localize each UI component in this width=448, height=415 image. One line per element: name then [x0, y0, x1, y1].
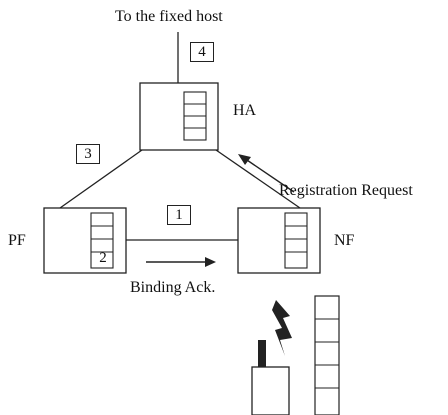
registration-request-label: Registration Request	[279, 182, 413, 199]
step-4-box: 4	[190, 42, 214, 62]
ha-buffer-queue	[183, 91, 207, 141]
ha-node	[139, 82, 219, 151]
wireless-link-icon	[272, 300, 292, 356]
nf-buffer-queue	[284, 212, 308, 269]
mobile-host	[251, 340, 290, 415]
fixed-host-label: To the fixed host	[115, 8, 223, 25]
link-ha-pf	[59, 149, 143, 209]
binding-ack-label: Binding Ack.	[130, 279, 216, 296]
binding-ack-arrow	[146, 257, 216, 267]
registration-arrow	[238, 154, 295, 193]
step-2-label: 2	[99, 250, 107, 266]
link-ha-nf	[215, 149, 301, 209]
step-1-box: 1	[167, 205, 191, 225]
nf-label: NF	[334, 232, 355, 249]
nf-node	[237, 207, 321, 274]
pf-node	[43, 207, 127, 274]
pf-label: PF	[8, 232, 26, 249]
pf-buffer-queue	[90, 212, 114, 269]
mobile-buffer-queue	[314, 295, 340, 415]
step-3-box: 3	[76, 144, 100, 164]
ha-label: HA	[233, 102, 257, 119]
